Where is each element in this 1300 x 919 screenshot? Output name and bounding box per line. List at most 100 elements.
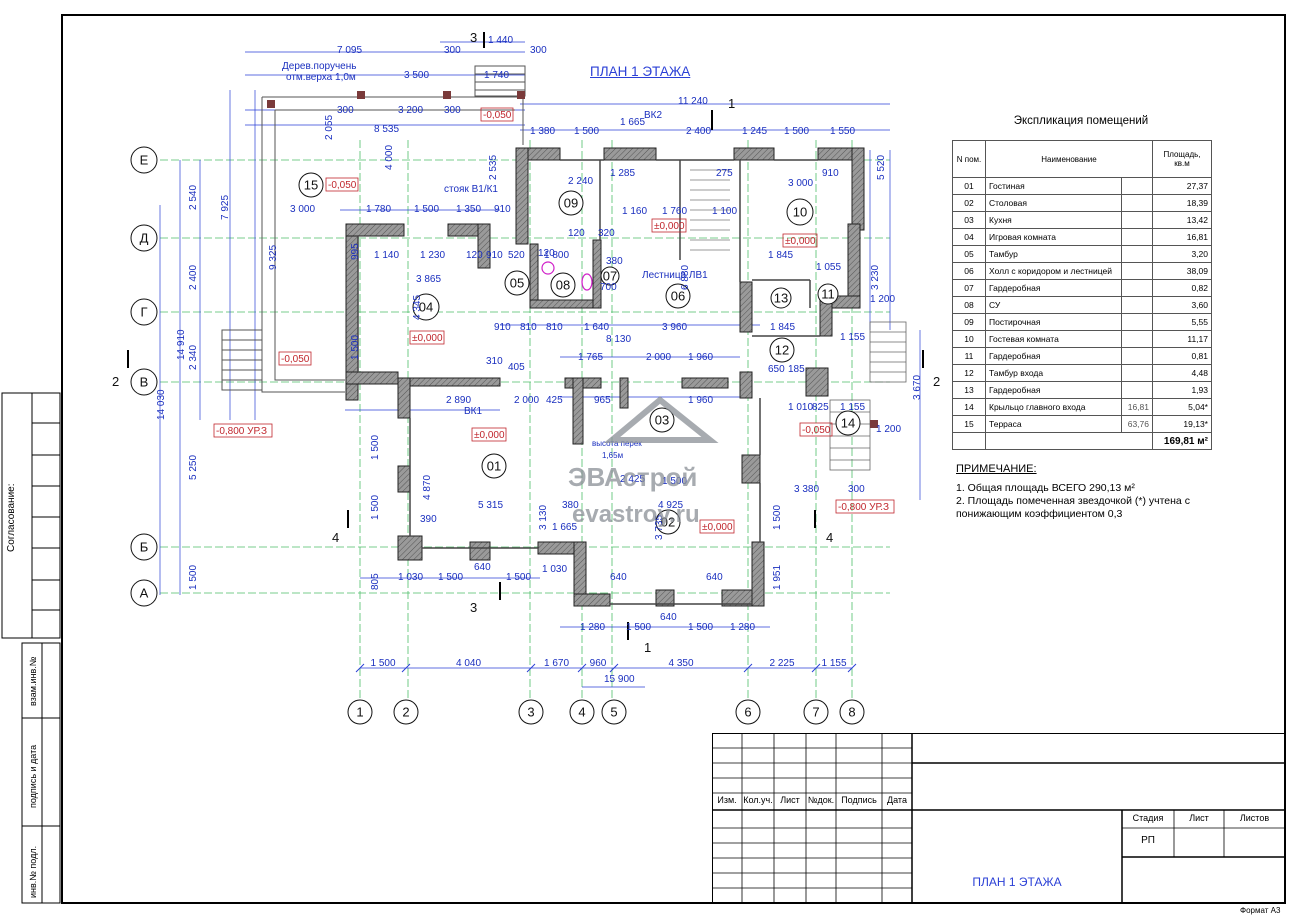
- room-11: 11: [821, 287, 835, 302]
- vk2-label: ВК2: [644, 110, 662, 121]
- section-label-1-bottom: 1: [644, 640, 651, 655]
- svg-text:3 960: 3 960: [662, 322, 687, 333]
- room-number: 10: [952, 330, 986, 348]
- room-02-circle: [655, 509, 681, 535]
- svg-text:120: 120: [538, 248, 555, 259]
- room-04-circle: [412, 293, 440, 321]
- svg-text:1 380: 1 380: [530, 126, 555, 137]
- axis-row-4-circle: [130, 368, 158, 396]
- tb-col-koluch: Кол.уч.: [743, 795, 773, 805]
- svg-text:3 865: 3 865: [416, 274, 441, 285]
- stamp-sign-date: подпись и дата: [28, 744, 38, 808]
- svg-text:1 055: 1 055: [816, 262, 841, 273]
- room-name: Кухня: [985, 211, 1122, 229]
- svg-text:700: 700: [600, 282, 617, 293]
- bottom-dim-tick: [355, 663, 365, 673]
- svg-text:7 095: 7 095: [337, 45, 362, 56]
- section-label-2-left: 2: [112, 374, 119, 389]
- bottom-dim-3: 1 670: [544, 658, 569, 669]
- svg-text:6 880: 6 880: [680, 265, 691, 290]
- bottom-dim-4: 960: [590, 658, 607, 669]
- room-gross-area: [1121, 296, 1153, 314]
- svg-text:5 250: 5 250: [188, 455, 199, 480]
- room-name: Тамбур: [985, 245, 1122, 263]
- level-ground-right: -0,800 УР.З: [838, 502, 889, 513]
- svg-text:120: 120: [568, 228, 585, 239]
- svg-text:1 500: 1 500: [626, 622, 651, 633]
- svg-text:1 665: 1 665: [552, 522, 577, 533]
- axis-col-1-circle: [347, 699, 373, 725]
- room-04: 04: [419, 300, 433, 315]
- room-09-circle: [558, 190, 584, 216]
- level-room-06: ±0,000: [654, 221, 685, 232]
- room-number: 04: [952, 228, 986, 246]
- svg-text:120: 120: [466, 250, 483, 261]
- room-gross-area: [1121, 228, 1153, 246]
- room-06-circle: [665, 283, 691, 309]
- room-area: 27,37: [1152, 177, 1212, 195]
- section-marks: [127, 32, 924, 640]
- room-area: 1,93: [1152, 381, 1212, 399]
- section-label-1-top: 1: [728, 96, 735, 111]
- svg-text:810: 810: [520, 322, 537, 333]
- axis-row-6: А: [140, 586, 149, 601]
- svg-text:640: 640: [706, 572, 723, 583]
- terrace-posts: [267, 91, 525, 108]
- room-gross-area: 16,81: [1121, 398, 1153, 416]
- title-block: Изм. Кол.уч. Лист №док. Подпись Дата Ста…: [712, 733, 1285, 903]
- room-14-circle: [835, 410, 861, 436]
- axis-col-1: 1: [356, 705, 363, 720]
- stair-label: Лестница ЛВ1: [642, 270, 708, 281]
- section-label-4-left: 4: [332, 530, 339, 545]
- svg-text:1 155: 1 155: [840, 402, 865, 413]
- plan-title: ПЛАН 1 ЭТАЖА: [590, 64, 691, 79]
- axis-col-4: 4: [578, 705, 585, 720]
- total-width: 15 900: [604, 674, 635, 685]
- note-2: 2. Площадь помеченная звездочкой (*) учт…: [956, 495, 1190, 520]
- axis-row-2: Д: [140, 231, 149, 246]
- section-label-3-top: 3: [470, 30, 477, 45]
- svg-text:4 000: 4 000: [384, 145, 395, 170]
- svg-text:810: 810: [546, 322, 563, 333]
- room-number: 03: [952, 211, 986, 229]
- svg-text:3 000: 3 000: [788, 178, 813, 189]
- svg-text:910: 910: [486, 250, 503, 261]
- room-05-circle: [504, 270, 530, 296]
- room-area: 38,09: [1152, 262, 1212, 280]
- room-12: 12: [775, 343, 789, 358]
- axis-col-2: 2: [402, 705, 409, 720]
- room-12-circle: [769, 337, 795, 363]
- level-terrace-top: -0,050: [483, 110, 512, 121]
- axis-col-7-circle: [803, 699, 829, 725]
- svg-text:300: 300: [444, 105, 461, 116]
- svg-text:2 425: 2 425: [620, 474, 645, 485]
- axis-col-6-circle: [735, 699, 761, 725]
- svg-text:1 665: 1 665: [620, 117, 645, 128]
- explication-header-row: N пом. Наименование Площадь, кв.м: [952, 140, 1212, 178]
- ceiling-label-2: 1,65м: [602, 451, 623, 460]
- room-area: 3,60: [1152, 296, 1212, 314]
- room-number: 08: [952, 296, 986, 314]
- svg-text:8 535: 8 535: [374, 124, 399, 135]
- svg-text:7 925: 7 925: [220, 195, 231, 220]
- room-05: 05: [510, 276, 524, 291]
- dimension-lines: [159, 41, 921, 688]
- room-15-circle: [298, 172, 324, 198]
- svg-text:1 200: 1 200: [870, 294, 895, 305]
- svg-text:1 951: 1 951: [772, 565, 783, 590]
- room-number: 09: [952, 313, 986, 331]
- room-name: Гостевая комната: [985, 330, 1122, 348]
- svg-text:1 500: 1 500: [574, 126, 599, 137]
- watermark-site: evastroy.ru: [572, 501, 700, 528]
- bottom-dim-1: 1 500: [370, 658, 395, 669]
